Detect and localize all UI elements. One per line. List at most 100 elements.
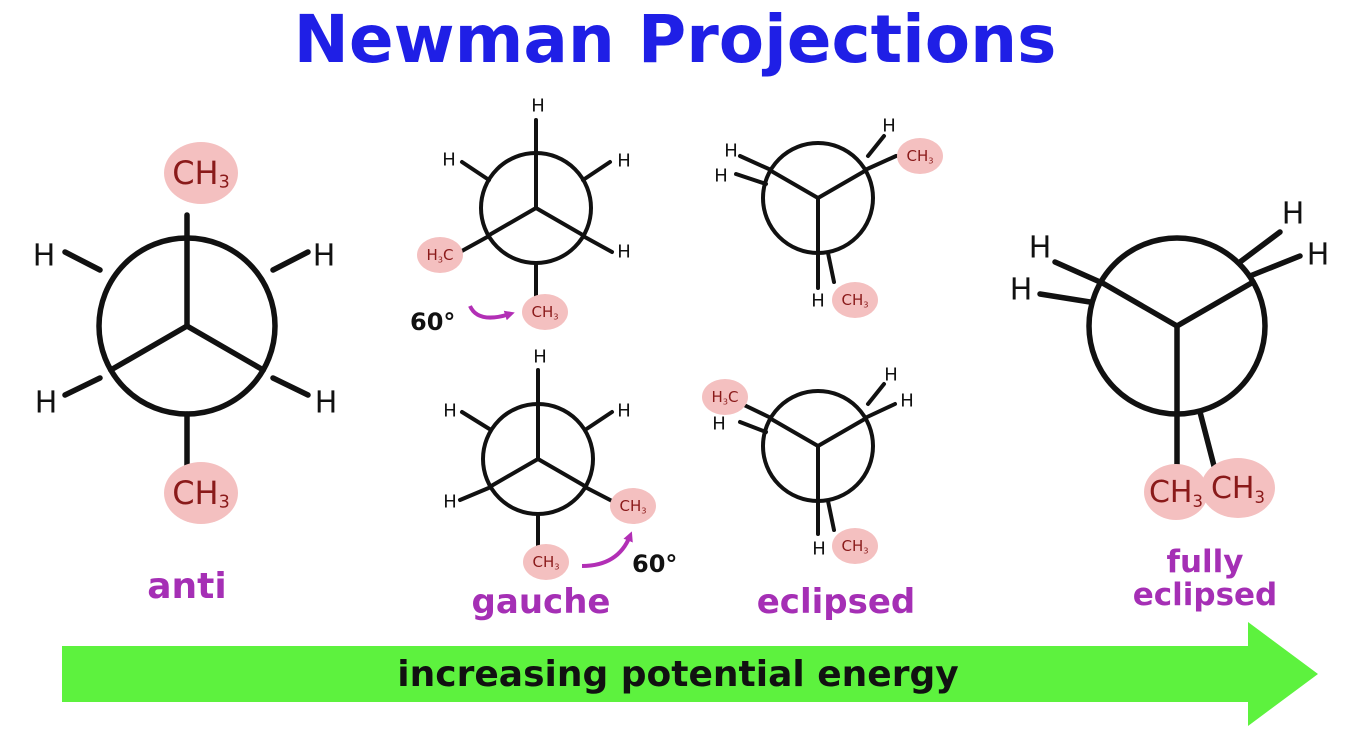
hydrogen-label: H (442, 150, 456, 171)
bond (738, 420, 768, 434)
label-gauche: gauche (472, 582, 611, 622)
hydrogen-label: H (313, 239, 336, 274)
methyl-highlight (1144, 464, 1208, 520)
bond (826, 499, 836, 532)
methyl-label: CH3 (531, 303, 558, 322)
bond (768, 416, 820, 448)
methyl-label: H3C (711, 388, 738, 407)
hydrogen-label: H (884, 365, 898, 386)
bond (270, 375, 311, 398)
bond (740, 402, 773, 420)
hydrogen-label: H (531, 96, 545, 117)
label-fully-line1: fully (1166, 544, 1243, 580)
methyl-label: CH3 (172, 154, 230, 193)
label-anti: anti (147, 566, 226, 607)
bond (581, 160, 612, 182)
hydrogen-label: H (35, 386, 58, 421)
bond (536, 457, 588, 489)
methyl-highlight (417, 237, 463, 273)
bond (738, 154, 773, 172)
angle-label-top: 60° (410, 308, 455, 336)
rotation-curve-bottom (581, 531, 633, 568)
bond (1237, 229, 1283, 265)
bond (768, 168, 820, 200)
methyl-highlight (832, 528, 878, 564)
methyl-label: CH3 (619, 497, 646, 516)
bond (581, 234, 614, 254)
hydrogen-label: H (617, 151, 631, 172)
hydrogen-label: H (617, 401, 631, 422)
rotation-curve-top (468, 305, 515, 321)
bond (270, 249, 311, 273)
energy-arrow-shape (62, 622, 1318, 726)
bond (460, 410, 493, 432)
hydrogen-label: H (443, 492, 457, 513)
energy-arrow-label: increasing potential energy (397, 654, 958, 695)
bond (1174, 279, 1256, 329)
bond (583, 410, 614, 432)
methyl-highlight (523, 544, 569, 580)
hydrogen-label: H (714, 166, 728, 187)
hydrogen-label: H (1282, 197, 1305, 232)
hydrogen-label: H (900, 391, 914, 412)
label-eclipsed: eclipsed (757, 582, 916, 622)
bond (1052, 259, 1103, 285)
angle-label-bottom: 60° (632, 550, 677, 578)
bond (460, 160, 491, 182)
methyl-highlight (832, 282, 878, 318)
bond (62, 375, 103, 398)
methyl-highlight (610, 488, 656, 524)
methyl-label: CH3 (1149, 475, 1203, 511)
hydrogen-label: H (812, 539, 826, 560)
energy-arrow: increasing potential energy (62, 622, 1318, 726)
methyl-label: CH3 (1211, 471, 1265, 507)
bond (488, 457, 540, 489)
hydrogen-label: H (1010, 273, 1033, 308)
methyl-highlight (522, 294, 568, 330)
bond (486, 206, 538, 238)
bond (816, 168, 868, 200)
label-fully-line2: eclipsed (1133, 577, 1278, 613)
bond (816, 416, 868, 448)
bond (863, 402, 897, 420)
methyl-highlight (164, 142, 238, 204)
bond (184, 323, 266, 373)
methyl-label: CH3 (906, 147, 933, 166)
bond (734, 172, 768, 186)
molecule-gauche-top: H3C CH3 H H H H (417, 96, 631, 330)
bond (1197, 409, 1217, 469)
methyl-highlight (164, 462, 238, 524)
hydrogen-label: H (724, 141, 738, 162)
bond (826, 251, 836, 284)
bond (866, 134, 886, 158)
hydrogen-label: H (33, 239, 56, 274)
methyl-label: CH3 (172, 474, 230, 513)
methyl-highlight (1201, 458, 1275, 518)
methyl-label: H3C (426, 246, 453, 265)
bond (1037, 291, 1093, 305)
bond (458, 485, 493, 502)
bond (866, 382, 886, 406)
bond (62, 249, 103, 273)
hydrogen-label: H (315, 386, 338, 421)
bond (863, 154, 898, 172)
hydrogen-label: H (617, 242, 631, 263)
methyl-label: CH3 (532, 553, 559, 572)
bond (458, 234, 491, 254)
bond (108, 323, 190, 373)
bond (583, 485, 616, 504)
hydrogen-label: H (1307, 238, 1330, 273)
hydrogen-label: H (443, 401, 457, 422)
methyl-label: CH3 (841, 291, 868, 310)
page-title: Newman Projections (293, 1, 1057, 78)
hydrogen-label: H (811, 291, 825, 312)
methyl-highlight (702, 379, 748, 415)
bond (1098, 279, 1180, 329)
hydrogen-label: H (712, 414, 726, 435)
